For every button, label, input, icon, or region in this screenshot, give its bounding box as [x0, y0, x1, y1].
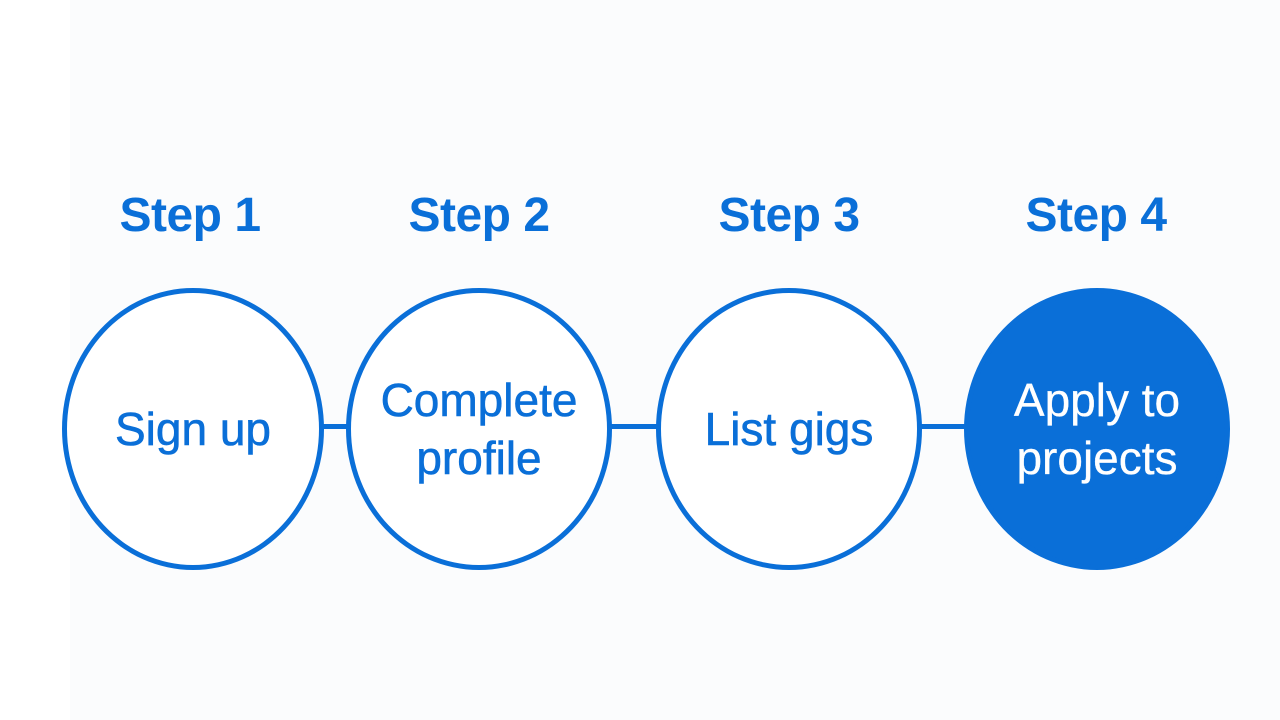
step-3-label: Step 3	[718, 189, 860, 242]
step-3-circle: List gigs	[656, 288, 922, 570]
step-4-circle: Apply to projects	[964, 288, 1230, 570]
connector-2-3	[608, 424, 662, 429]
step-2-text: Complete profile	[380, 374, 578, 485]
connector-3-4	[918, 424, 968, 429]
step-2-circle: Complete profile	[346, 288, 612, 570]
step-4-label: Step 4	[1025, 189, 1167, 242]
step-1-label: Step 1	[119, 189, 261, 242]
step-3-text: List gigs	[704, 403, 874, 456]
step-1-circle: Sign up	[62, 288, 324, 570]
step-2-label: Step 2	[408, 189, 550, 242]
step-4-text: Apply to projects	[1013, 374, 1181, 484]
step-1-text: Sign up	[114, 403, 272, 456]
connector-1-2	[322, 424, 350, 429]
